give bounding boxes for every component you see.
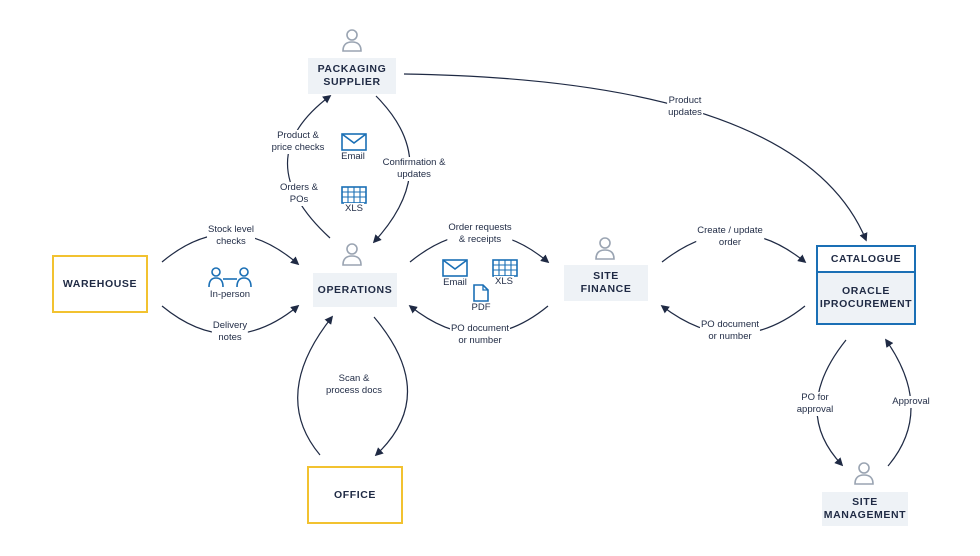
catalogue-label-line2: IPROCUREMENT [819, 298, 913, 310]
label-line: updates [397, 169, 431, 180]
label-line: or number [458, 335, 502, 346]
label-line: PO for [801, 392, 829, 403]
email-icon [442, 259, 468, 277]
label-order-requests: Order requests& receipts [447, 222, 513, 246]
connector-ops-to-office [373, 316, 409, 457]
node-site-management: SITE MANAGEMENT [822, 492, 908, 526]
spreadsheet-icon [341, 186, 367, 204]
email-icon [341, 133, 367, 151]
label-line: Create / update [697, 225, 763, 236]
label-line: PO document [450, 323, 510, 334]
node-catalogue: CATALOGUE ORACLE IPROCUREMENT [816, 245, 916, 325]
in-person-icon [208, 267, 252, 288]
label-line: & receipts [458, 234, 502, 245]
icon-label-email: Email [340, 151, 366, 163]
connector-ops-to-supplier [286, 94, 332, 239]
node-office: OFFICE [307, 466, 403, 524]
catalogue-label-line1: ORACLE [842, 285, 890, 297]
connector-office-to-ops [297, 315, 334, 456]
catalogue-header: CATALOGUE [818, 247, 914, 273]
label-line: Confirmation & [382, 157, 446, 168]
node-warehouse: WAREHOUSE [52, 255, 148, 313]
label-line: Approval [892, 396, 930, 407]
node-label-line1: SITE [593, 270, 619, 282]
node-label-line2: FINANCE [580, 283, 632, 295]
label-line: price checks [271, 142, 325, 153]
icon-label-email: Email [442, 277, 468, 289]
label-line: Orders & [279, 182, 319, 193]
label-line: Order requests [448, 222, 512, 233]
node-label-line1: PACKAGING [317, 63, 387, 75]
label-line: Product [668, 95, 702, 106]
node-label-line2: MANAGEMENT [823, 509, 907, 521]
label-approval: Approval [891, 396, 931, 408]
node-packaging-supplier: PACKAGING SUPPLIER [308, 58, 396, 94]
person-icon [854, 462, 874, 485]
icon-label-xls: XLS [494, 276, 514, 288]
label-confirmation-updates: Confirmation &updates [381, 157, 447, 181]
person-icon [342, 243, 362, 266]
label-line: Delivery [212, 320, 248, 331]
label-line: notes [218, 332, 242, 343]
node-label-line1: SITE [852, 496, 878, 508]
label-line: Scan & [338, 373, 370, 384]
person-icon [595, 237, 615, 260]
node-label: OPERATIONS [317, 283, 393, 296]
label-orders-pos: Orders &POs [278, 182, 320, 206]
label-line: POs [289, 194, 309, 205]
label-line: process docs [326, 385, 382, 396]
node-label-line2: SUPPLIER [323, 76, 381, 88]
node-label: WAREHOUSE [62, 277, 138, 290]
icon-label-in-person: In-person [208, 289, 252, 301]
label-line: Stock level [208, 224, 254, 235]
label-product-price-checks: Product &price checks [270, 130, 326, 154]
connector-product-updates [403, 73, 868, 242]
label-line: updates [668, 107, 702, 118]
catalogue-header-label: CATALOGUE [830, 252, 902, 265]
label-line: PO document [700, 319, 760, 330]
spreadsheet-icon [492, 259, 518, 277]
label-line: approval [796, 404, 834, 415]
label-scan-process: Scan &process docs [325, 373, 383, 397]
label-line: Product & [277, 130, 319, 141]
label-line: order [718, 237, 742, 248]
label-line: or number [708, 331, 752, 342]
icon-label-pdf: PDF [470, 302, 492, 314]
node-label: OFFICE [333, 488, 377, 501]
node-operations: OPERATIONS [313, 273, 397, 307]
pdf-icon [473, 284, 489, 302]
label-line: checks [216, 236, 246, 247]
icon-label-xls: XLS [344, 203, 364, 215]
person-icon [342, 29, 362, 52]
catalogue-body: ORACLE IPROCUREMENT [818, 273, 914, 323]
node-site-finance: SITE FINANCE [564, 265, 648, 301]
